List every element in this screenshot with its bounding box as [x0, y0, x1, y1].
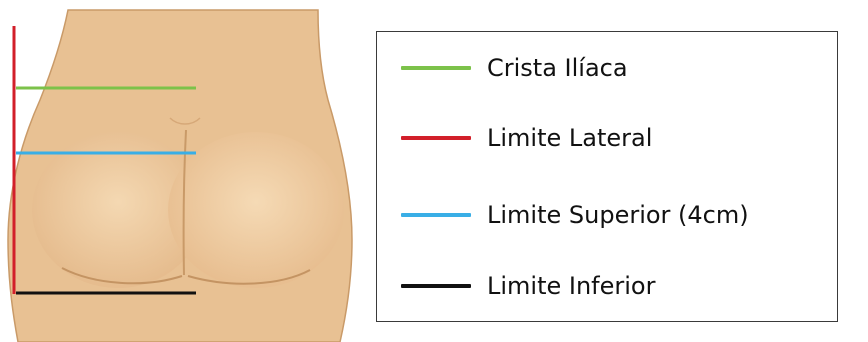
legend-label-limite-inferior: Limite Inferior [487, 272, 655, 300]
legend-item-limite-inferior: Limite Inferior [401, 266, 655, 306]
red-line-swatch [401, 136, 471, 140]
legend-item-limite-superior: Limite Superior (4cm) [401, 195, 749, 235]
legend-item-limite-lateral: Limite Lateral [401, 118, 652, 158]
green-line-swatch [401, 66, 471, 70]
legend-box: Crista Ilíaca Limite Lateral Limite Supe… [376, 31, 838, 322]
legend-item-crista-iliaca: Crista Ilíaca [401, 48, 628, 88]
legend-label-limite-lateral: Limite Lateral [487, 124, 652, 152]
black-line-swatch [401, 284, 471, 288]
anatomy-illustration [0, 0, 360, 342]
legend-label-crista-iliaca: Crista Ilíaca [487, 54, 628, 82]
legend-label-limite-superior: Limite Superior (4cm) [487, 201, 749, 229]
right-buttock [168, 132, 344, 288]
blue-line-swatch [401, 213, 471, 217]
